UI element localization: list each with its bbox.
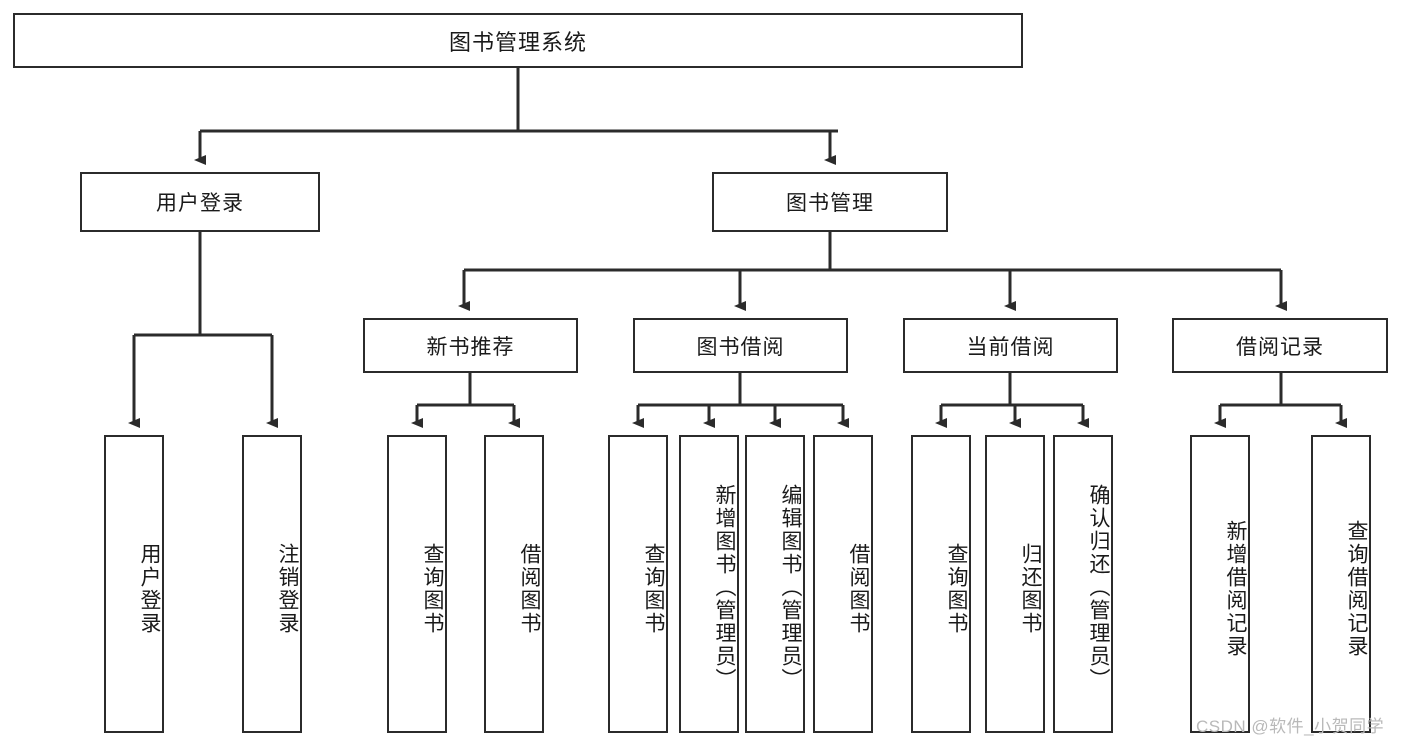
node-leaf-0: 用户登录 — [104, 435, 164, 733]
node-level2-0: 用户登录 — [80, 172, 320, 232]
node-leaf-4: 查询图书 — [608, 435, 668, 733]
node-leaf-7: 借阅图书 — [813, 435, 873, 733]
node-level3-3: 借阅记录 — [1172, 318, 1388, 373]
node-leaf-12: 查询借阅记录 — [1311, 435, 1371, 733]
node-leaf-5: 新增图书（管理员） — [679, 435, 739, 733]
node-leaf-9: 归还图书 — [985, 435, 1045, 733]
node-root: 图书管理系统 — [13, 13, 1023, 68]
node-leaf-2: 查询图书 — [387, 435, 447, 733]
node-leaf-1: 注销登录 — [242, 435, 302, 733]
node-level3-0: 新书推荐 — [363, 318, 578, 373]
node-leaf-10: 确认归还（管理员） — [1053, 435, 1113, 733]
node-leaf-8: 查询图书 — [911, 435, 971, 733]
node-leaf-3: 借阅图书 — [484, 435, 544, 733]
node-level2-1: 图书管理 — [712, 172, 948, 232]
node-leaf-11: 新增借阅记录 — [1190, 435, 1250, 733]
node-level3-1: 图书借阅 — [633, 318, 848, 373]
node-leaf-6: 编辑图书（管理员） — [745, 435, 805, 733]
csdn-watermark: CSDN @软件_小贺同学 — [1196, 717, 1385, 736]
node-level3-2: 当前借阅 — [903, 318, 1118, 373]
